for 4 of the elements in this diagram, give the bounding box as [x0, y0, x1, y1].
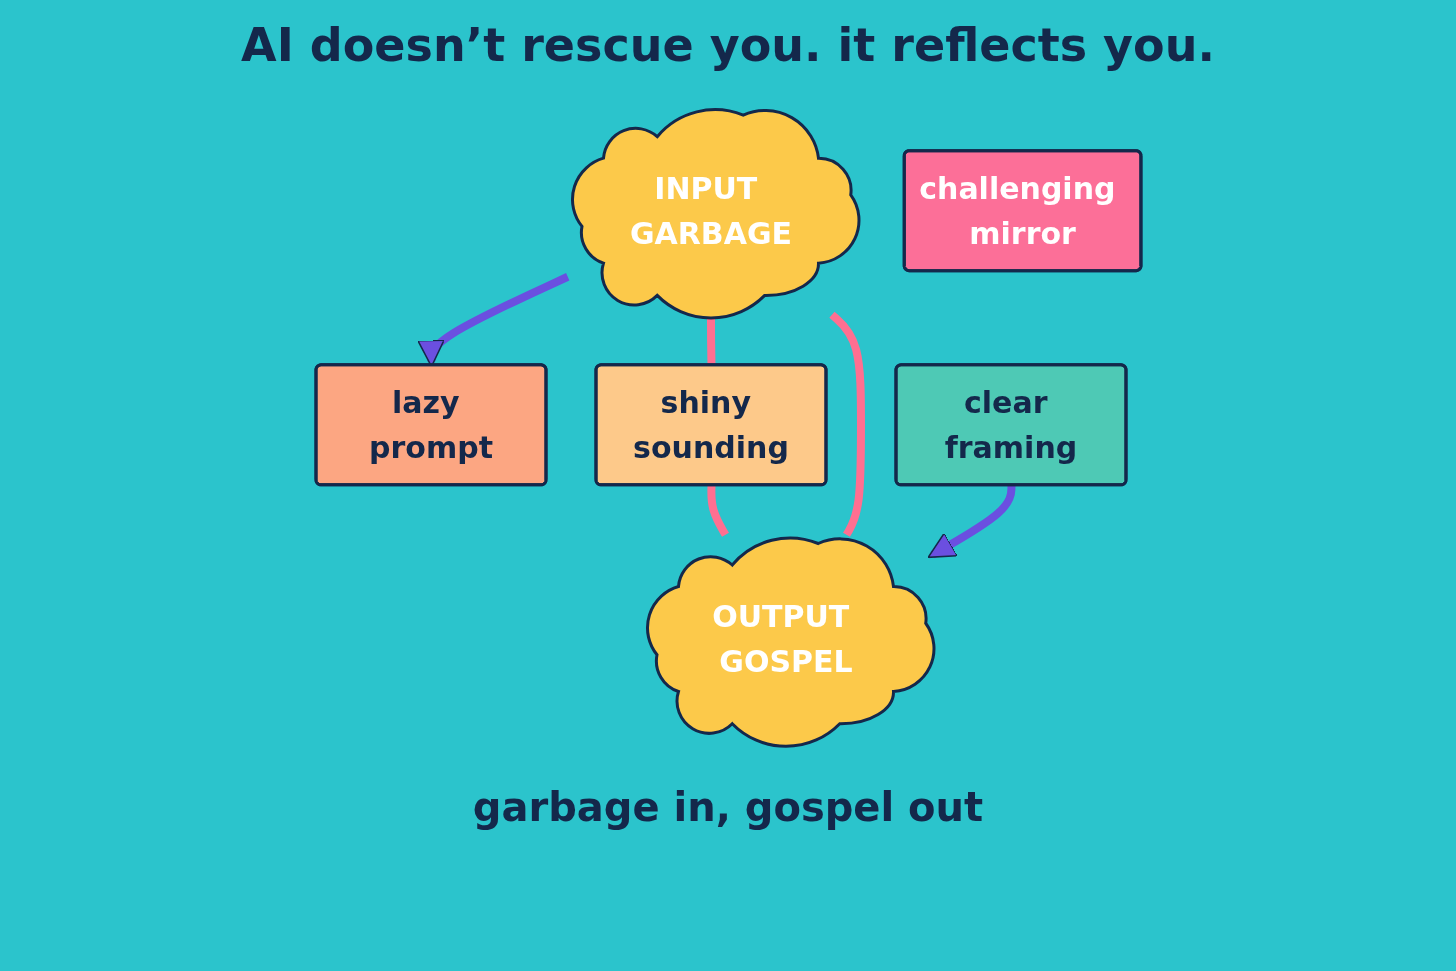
note-text: garbage in, gospel out	[471, 784, 985, 830]
title: AI doesn’t rescue you. it reflects you.	[240, 18, 1216, 72]
connector	[706, 485, 729, 537]
connector	[828, 311, 865, 537]
